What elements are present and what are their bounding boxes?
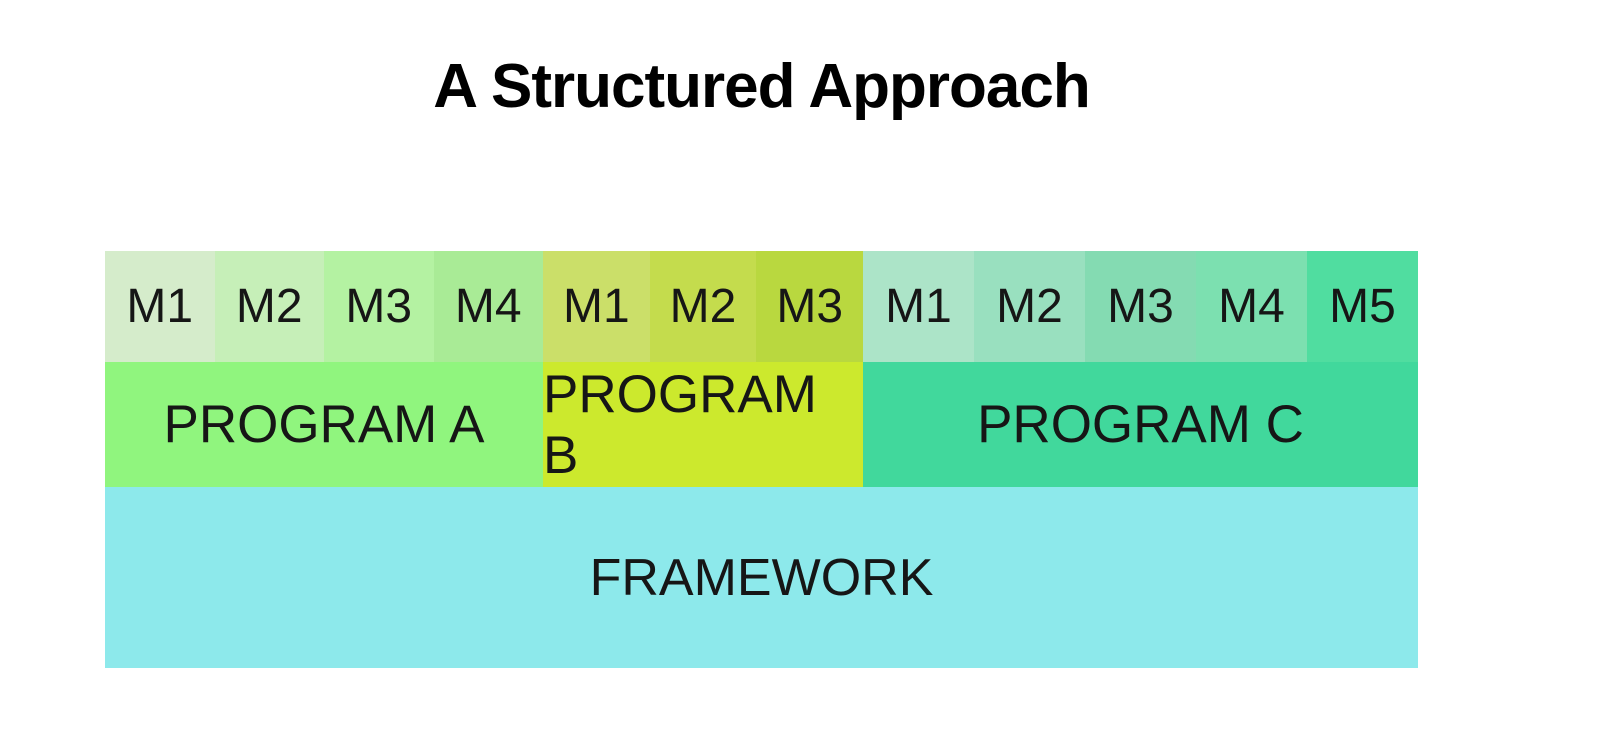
module-cell-b-m3: M3 [756, 251, 864, 362]
module-label: M1 [885, 280, 952, 333]
module-label: M3 [776, 280, 844, 333]
module-cell-b-m1: M1 [543, 251, 650, 362]
program-label: PROGRAM A [163, 395, 485, 454]
module-label: M2 [996, 280, 1063, 333]
module-cell-c-m1: M1 [863, 251, 974, 362]
module-label: M2 [669, 280, 737, 333]
module-cell-a-m3: M3 [324, 251, 434, 362]
program-box-a: PROGRAM A [105, 362, 543, 487]
module-label: M2 [235, 280, 303, 333]
modules-row: M1 M2 M3 M4 M1 M2 M3 M1 M2 M3 M4 M5 [105, 251, 1418, 362]
module-cell-a-m1: M1 [105, 251, 215, 362]
framework-label: FRAMEWORK [589, 548, 934, 607]
module-cell-c-m5: M5 [1307, 251, 1418, 362]
module-cell-a-m2: M2 [214, 251, 324, 362]
module-cell-c-m3: M3 [1085, 251, 1196, 362]
programs-row: PROGRAM A PROGRAM B PROGRAM C [105, 362, 1418, 487]
module-label: M4 [454, 280, 522, 333]
module-cell-c-m4: M4 [1196, 251, 1307, 362]
program-label: PROGRAM B [543, 364, 817, 485]
module-label: M1 [126, 280, 194, 333]
page-title: A Structured Approach [433, 52, 1090, 121]
framework-box: FRAMEWORK [105, 487, 1418, 668]
structured-approach-diagram: M1 M2 M3 M4 M1 M2 M3 M1 M2 M3 M4 M5 PROG… [105, 251, 1418, 668]
program-box-c: PROGRAM C [863, 362, 1418, 487]
program-b-modules: M1 M2 M3 [543, 251, 864, 362]
program-c-modules: M1 M2 M3 M4 M5 [863, 251, 1418, 362]
module-cell-c-m2: M2 [974, 251, 1085, 362]
module-label: M3 [345, 280, 413, 333]
program-label: PROGRAM C [977, 395, 1304, 454]
module-cell-a-m4: M4 [433, 251, 543, 362]
program-box-b: PROGRAM B [543, 362, 863, 487]
module-cell-b-m2: M2 [649, 251, 757, 362]
module-label: M1 [562, 280, 630, 333]
module-label: M3 [1107, 280, 1174, 333]
module-label: M5 [1329, 280, 1396, 333]
program-a-modules: M1 M2 M3 M4 [105, 251, 543, 362]
module-label: M4 [1218, 280, 1285, 333]
